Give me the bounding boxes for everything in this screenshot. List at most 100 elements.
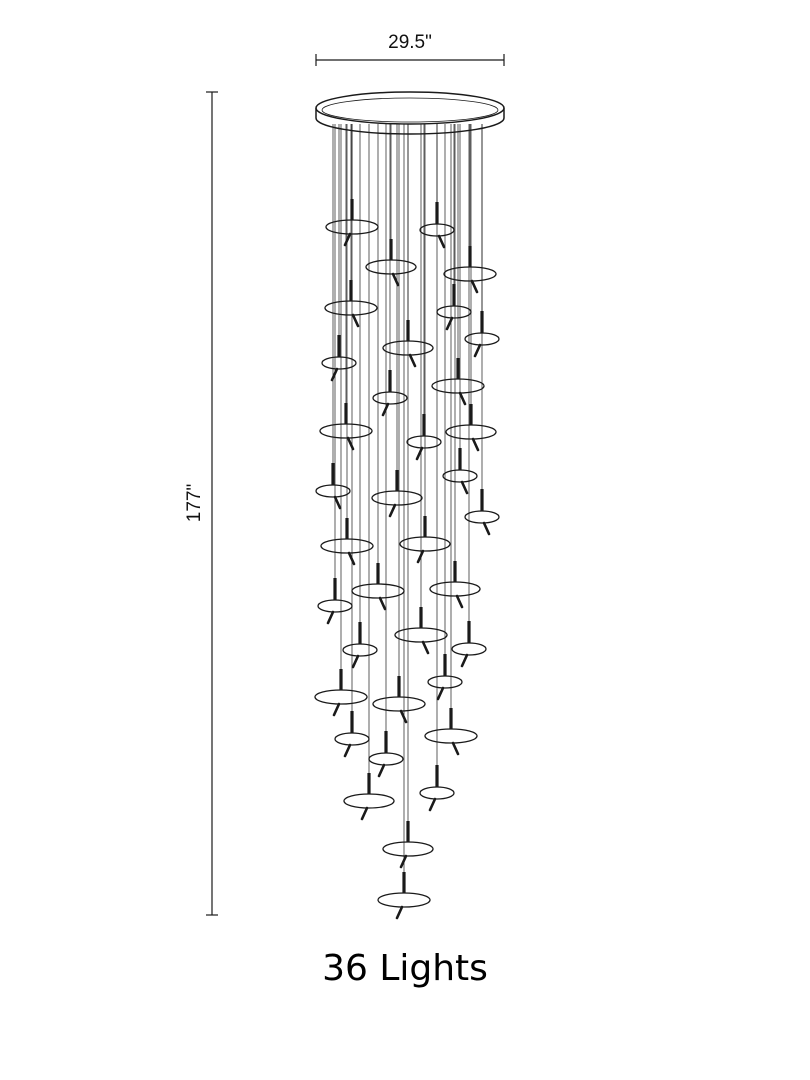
pendant-disc <box>365 259 417 275</box>
pendant-tail <box>436 686 445 701</box>
pendant-light-26 <box>451 124 487 668</box>
pendant-disc <box>321 356 357 370</box>
pendant-disc <box>451 642 487 656</box>
pendant-disc <box>382 841 434 857</box>
pendant-stem <box>453 561 457 583</box>
pendant-stem <box>467 621 471 643</box>
pendant-disc <box>429 581 481 597</box>
pendant-stem <box>339 669 343 691</box>
pendant-tail <box>351 654 360 669</box>
pendant-light-19 <box>320 124 374 566</box>
pendant-disc <box>431 378 485 394</box>
pendant-disc <box>394 627 448 643</box>
pendant-tail <box>460 653 469 668</box>
pendant-stem <box>480 489 484 511</box>
pendant-tail <box>460 480 469 495</box>
pendant-disc <box>427 675 463 689</box>
pendant-stem <box>422 414 426 436</box>
pendant-stem <box>443 654 447 676</box>
pendant-disc <box>443 266 497 282</box>
pendant-light-16 <box>315 124 351 510</box>
pendant-tail <box>458 391 467 406</box>
pendant-tail <box>471 437 480 452</box>
pendant-tail <box>347 551 356 566</box>
pendant-stem <box>419 607 423 629</box>
pendant-tail <box>473 343 482 358</box>
pendant-tail <box>437 234 446 249</box>
pendant-light-5 <box>324 124 378 328</box>
pendant-stem <box>384 731 388 753</box>
pendant-tail <box>451 741 460 756</box>
pendant-tail <box>326 610 335 625</box>
ceiling-canopy <box>315 91 505 135</box>
pendant-stem <box>358 622 362 644</box>
pendant-stem <box>331 463 335 485</box>
pendant-tail <box>395 905 404 920</box>
pendant-disc <box>315 484 351 498</box>
pendant-disc <box>368 752 404 766</box>
pendant-tail <box>470 279 479 294</box>
pendant-tail <box>399 854 408 869</box>
pendant-disc <box>334 732 370 746</box>
pendant-light-32 <box>368 124 404 778</box>
height-label: 177" <box>184 484 205 522</box>
pendant-stem <box>406 821 410 843</box>
pendant-disc <box>319 423 373 439</box>
pendant-disc <box>399 536 451 552</box>
pendant-light-36 <box>377 124 431 920</box>
pendant-stem <box>337 335 341 357</box>
pendant-stem <box>452 284 456 306</box>
pendant-light-22 <box>429 124 481 609</box>
light-count-caption: 36 Lights <box>322 948 488 989</box>
pendant-stem <box>397 676 401 698</box>
pendant-light-30 <box>424 124 478 756</box>
pendant-lights <box>314 124 500 920</box>
width-dimension <box>315 54 505 66</box>
pendant-disc <box>464 510 500 524</box>
pendant-disc <box>406 435 442 449</box>
pendant-tail <box>455 594 464 609</box>
pendant-tail <box>360 806 369 821</box>
pendant-stem <box>468 246 472 268</box>
pendant-disc <box>372 391 408 405</box>
width-label: 29.5" <box>388 32 432 53</box>
pendant-tail <box>351 313 360 328</box>
pendant-light-17 <box>371 124 423 518</box>
pendant-tail <box>332 702 341 717</box>
pendant-stem <box>344 403 348 425</box>
pendant-stem <box>333 578 337 600</box>
pendant-stem <box>423 516 427 538</box>
pendant-stem <box>376 563 380 585</box>
pendant-tail <box>381 402 390 417</box>
pendant-stem <box>456 358 460 380</box>
pendant-stem <box>469 404 473 426</box>
pendant-disc <box>442 469 478 483</box>
pendant-stem <box>367 773 371 795</box>
pendant-light-33 <box>419 124 455 812</box>
pendant-disc <box>320 538 374 554</box>
pendant-light-9 <box>321 124 357 382</box>
pendant-tail <box>408 353 417 368</box>
pendant-disc <box>314 689 368 705</box>
pendant-disc <box>371 490 423 506</box>
pendant-light-10 <box>431 124 485 406</box>
pendant-light-11 <box>372 124 408 417</box>
pendant-disc <box>377 892 431 908</box>
pendant-tail <box>482 521 491 536</box>
pendant-tail <box>377 763 386 778</box>
pendant-tail <box>421 640 430 655</box>
pendant-disc <box>419 786 455 800</box>
pendant-disc <box>424 728 478 744</box>
pendant-disc <box>317 599 353 613</box>
pendant-tail <box>428 797 437 812</box>
pendant-light-20 <box>399 124 451 564</box>
pendant-tail <box>343 743 352 758</box>
pendant-stem <box>449 708 453 730</box>
pendant-disc <box>436 305 472 319</box>
pendant-light-35 <box>382 124 434 869</box>
pendant-tail <box>399 709 408 724</box>
pendant-tail <box>388 503 397 518</box>
pendant-light-4 <box>443 124 497 294</box>
pendant-light-14 <box>406 124 442 461</box>
